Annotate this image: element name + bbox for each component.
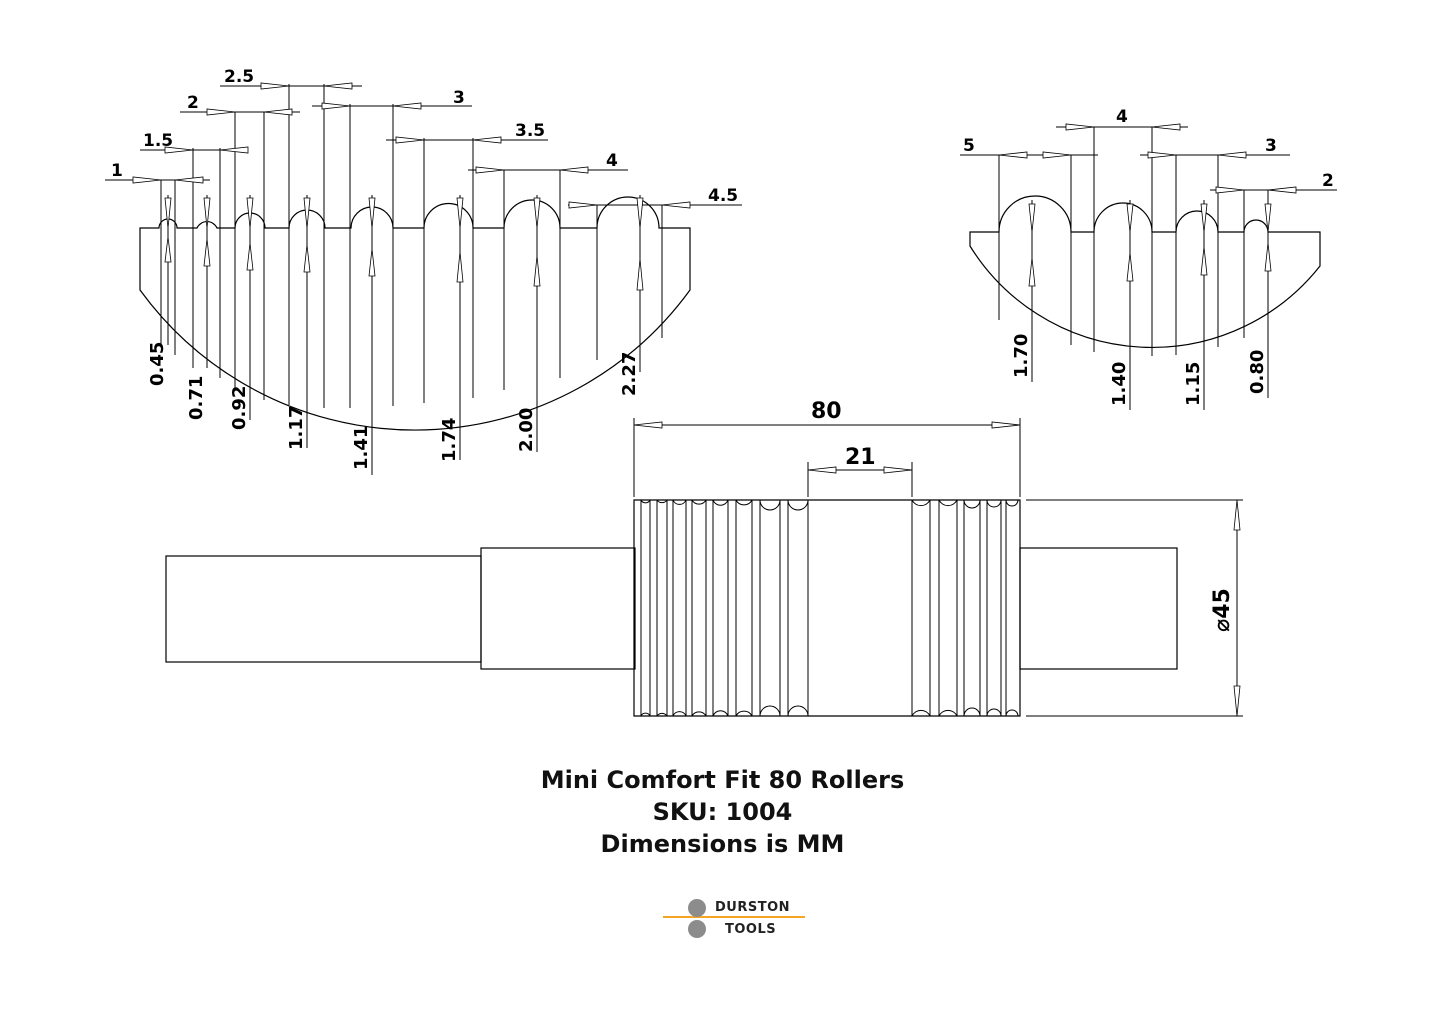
diameter-dimension-label: ⌀45	[1210, 588, 1235, 632]
logo-roller-bottom-icon	[688, 920, 706, 938]
right-profile: 5 4 3 2 1.70 1.40 1.15 0.80	[960, 107, 1337, 410]
durston-tools-logo: DURSTON TOOLS	[660, 896, 810, 942]
roller-groove-arcs-top	[640, 499, 1019, 511]
right-width-label-1: 5	[963, 136, 975, 156]
right-width-label-2: 4	[1116, 107, 1128, 127]
left-depth-arrows	[164, 197, 644, 291]
left-shaft-inner	[480, 547, 636, 670]
left-shaft-outer	[165, 555, 482, 663]
diameter-value: 45	[1210, 588, 1235, 619]
right-depth-label-2: 1.40	[1109, 362, 1130, 406]
left-depth-label-4: 1.17	[286, 406, 307, 450]
left-width-label-5: 3	[453, 88, 465, 108]
drawing-units-note: Dimensions is MM	[600, 830, 845, 858]
roller-body-outline	[633, 499, 1021, 717]
logo-line-1: DURSTON	[715, 900, 791, 915]
left-depth-label-3: 0.92	[229, 386, 250, 430]
left-width-label-7: 4	[606, 151, 618, 171]
logo-roller-top-icon	[688, 899, 706, 917]
right-width-label-4: 2	[1322, 171, 1334, 191]
left-depth-label-5: 1.41	[351, 426, 372, 470]
right-shaft	[1019, 547, 1178, 670]
left-depth-label-1: 0.45	[147, 342, 168, 386]
right-depth-label-1: 1.70	[1011, 334, 1032, 378]
left-width-label-3: 2	[187, 93, 199, 113]
logo-divider-line	[663, 916, 805, 918]
center-width-dimension-label: 21	[845, 445, 876, 470]
roller-side-view: 80 21 ⌀45	[165, 399, 1243, 717]
left-width-arrows	[132, 82, 691, 209]
left-profile-outline	[139, 196, 691, 431]
logo-line-2: TOOLS	[725, 922, 777, 937]
left-width-label-1: 1	[111, 161, 123, 181]
left-depth-label-7: 2.00	[516, 408, 537, 452]
right-depth-label-3: 1.15	[1183, 362, 1204, 406]
right-projection-lines	[998, 127, 1269, 356]
left-projection-lines	[160, 84, 663, 408]
roller-groove-lines	[640, 500, 1007, 716]
diameter-symbol: ⌀	[1210, 619, 1235, 632]
right-width-arrows	[998, 123, 1297, 194]
right-depth-arrows	[1028, 203, 1272, 287]
left-depth-label-8: 2.27	[619, 352, 640, 396]
right-depth-label-4: 0.80	[1247, 350, 1268, 394]
right-width-dimlines	[960, 126, 1337, 191]
left-depth-label-2: 0.71	[186, 376, 207, 420]
left-profile: 1 1.5 2 2.5 3 3.5 4 4.5 0.45 0.71 0.92 1…	[105, 67, 742, 475]
left-width-label-4: 2.5	[224, 67, 254, 87]
left-width-label-2: 1.5	[143, 131, 173, 151]
left-depth-label-6: 1.74	[439, 418, 460, 462]
left-width-label-6: 3.5	[515, 121, 545, 141]
left-width-label-8: 4.5	[708, 186, 738, 206]
left-depth-leaders	[167, 195, 641, 475]
drawing-title: Mini Comfort Fit 80 Rollers	[540, 766, 905, 794]
length-dimension-label: 80	[811, 399, 842, 424]
roller-groove-arcs-bottom	[640, 705, 1019, 717]
right-width-label-3: 3	[1265, 136, 1277, 156]
drawing-sku: SKU: 1004	[652, 798, 793, 826]
